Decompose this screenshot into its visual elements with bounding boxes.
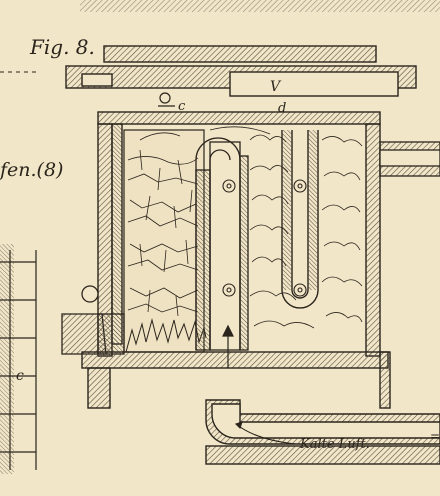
side-caption: fen.(8) <box>0 159 63 181</box>
left-fragment-label: c <box>16 368 24 384</box>
cold-air-duct <box>205 399 440 465</box>
top-border-strip <box>80 0 440 12</box>
label-kalte-luft: Kalte Luft. <box>299 437 370 452</box>
stove-base <box>81 351 391 409</box>
ash-door <box>61 285 125 355</box>
fuel-stack <box>127 149 199 317</box>
bolt-flanges <box>222 179 307 297</box>
label-d: d <box>278 101 286 116</box>
left-fragment <box>0 244 37 474</box>
stove-cap <box>65 45 417 125</box>
label-v: V <box>270 79 282 95</box>
valve-knob <box>158 92 175 107</box>
edge-mark: = <box>430 429 440 443</box>
smoke-outlet <box>379 141 440 177</box>
airflow-arrow-up <box>222 324 234 368</box>
label-c: c <box>178 99 186 114</box>
figure-title: Fig. 8. <box>29 35 95 59</box>
cold-air-arrow <box>234 421 297 445</box>
u-tube-flue <box>281 130 319 309</box>
smoke-cloud <box>139 126 363 329</box>
firebox <box>123 129 207 353</box>
left-flue-channel <box>195 137 249 351</box>
